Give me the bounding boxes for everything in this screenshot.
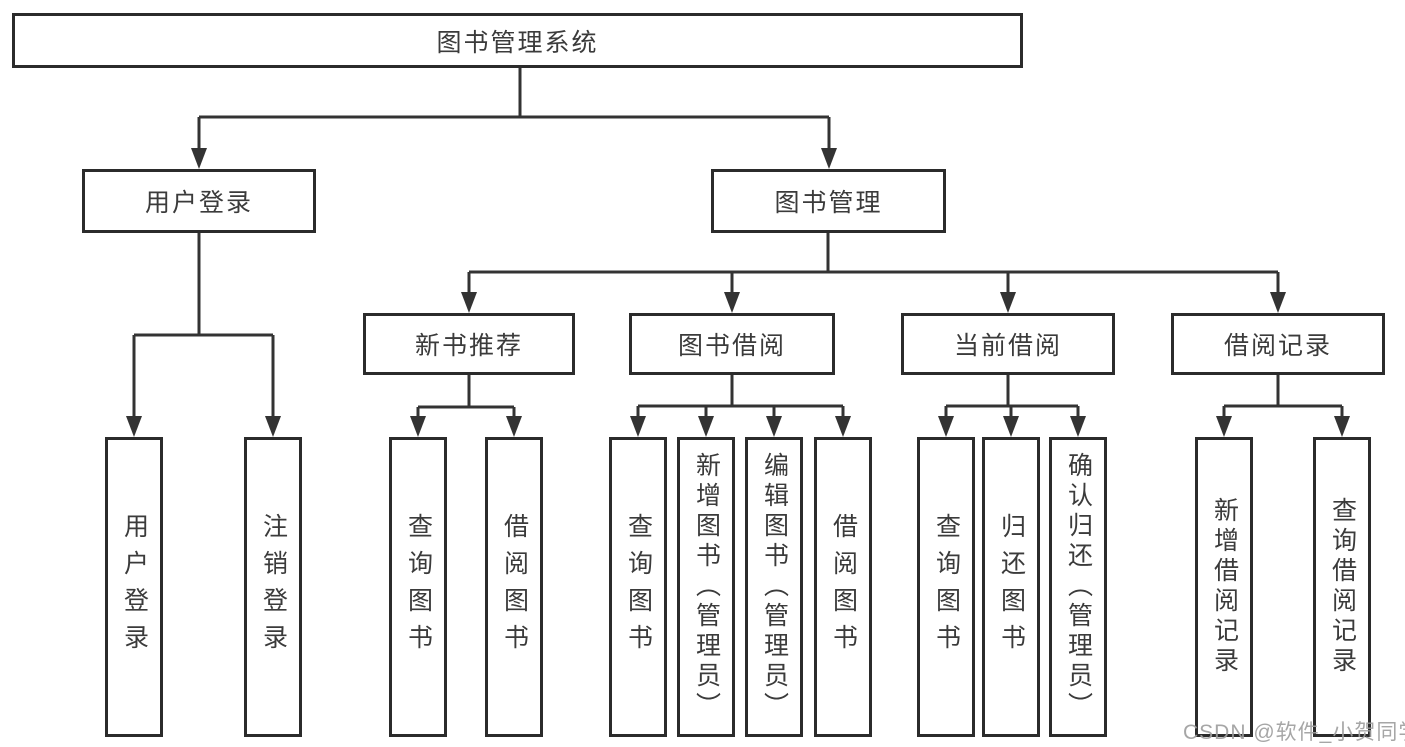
node-label: 归还图书 bbox=[997, 513, 1026, 661]
node-label: 当前借阅 bbox=[953, 332, 1062, 360]
leaf-query-books-current: 查询图书 bbox=[917, 437, 975, 737]
node-label: 确认归还（管理员） bbox=[1064, 452, 1093, 722]
node-label: 借阅图书 bbox=[829, 513, 858, 661]
node-label: 注销登录 bbox=[259, 513, 288, 661]
node-current-borrowing: 当前借阅 bbox=[901, 313, 1115, 375]
node-user-login: 用户登录 bbox=[82, 169, 316, 233]
node-label: 图书借阅 bbox=[677, 332, 786, 360]
node-label: 借阅记录 bbox=[1223, 332, 1332, 360]
node-label: 用户登录 bbox=[144, 189, 253, 217]
node-label: 新增借阅记录 bbox=[1210, 497, 1239, 677]
leaf-logout-login: 注销登录 bbox=[244, 437, 302, 737]
leaf-add-books-admin: 新增图书（管理员） bbox=[677, 437, 735, 737]
csdn-watermark: CSDN @软件_小贺同学 bbox=[1183, 721, 1405, 744]
leaf-return-books: 归还图书 bbox=[982, 437, 1040, 737]
node-book-management: 图书管理 bbox=[711, 169, 946, 233]
leaf-borrow-books-recommend: 借阅图书 bbox=[485, 437, 543, 737]
node-book-borrowing: 图书借阅 bbox=[629, 313, 835, 375]
node-borrowing-records: 借阅记录 bbox=[1171, 313, 1385, 375]
node-label: 编辑图书（管理员） bbox=[760, 452, 789, 722]
node-new-book-recommendation: 新书推荐 bbox=[363, 313, 575, 375]
leaf-query-books-borrow: 查询图书 bbox=[609, 437, 667, 737]
node-library-management-system: 图书管理系统 bbox=[12, 13, 1023, 68]
leaf-query-books-recommend: 查询图书 bbox=[389, 437, 447, 737]
node-label: 查询图书 bbox=[932, 513, 961, 661]
node-label: 查询图书 bbox=[624, 513, 653, 661]
node-label: 新书推荐 bbox=[414, 332, 523, 360]
leaf-add-borrow-record: 新增借阅记录 bbox=[1195, 437, 1253, 737]
leaf-edit-books-admin: 编辑图书（管理员） bbox=[745, 437, 803, 737]
node-label: 查询图书 bbox=[404, 513, 433, 661]
node-label: 查询借阅记录 bbox=[1328, 497, 1357, 677]
node-label: 新增图书（管理员） bbox=[692, 452, 721, 722]
leaf-user-login: 用户登录 bbox=[105, 437, 163, 737]
node-label: 图书管理 bbox=[774, 189, 883, 217]
leaf-confirm-return-admin: 确认归还（管理员） bbox=[1049, 437, 1107, 737]
leaf-borrow-books: 借阅图书 bbox=[814, 437, 872, 737]
node-label: 用户登录 bbox=[120, 513, 149, 661]
node-label: 图书管理系统 bbox=[436, 28, 599, 57]
node-label: 借阅图书 bbox=[500, 513, 529, 661]
leaf-query-borrow-record: 查询借阅记录 bbox=[1313, 437, 1371, 737]
